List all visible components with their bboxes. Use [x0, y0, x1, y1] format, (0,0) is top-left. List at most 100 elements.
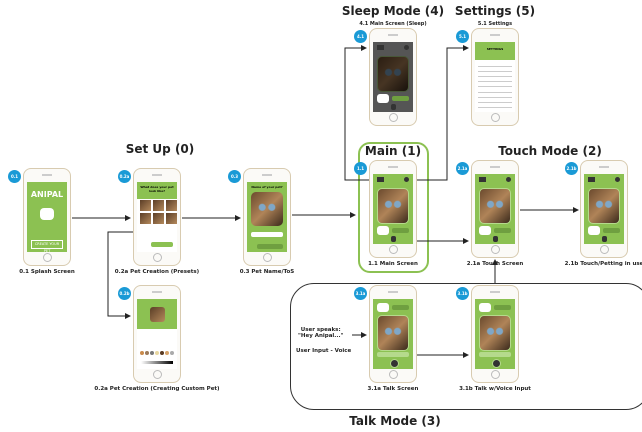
screen-caption: 0.3 Pet Name/ToS — [239, 269, 295, 275]
section-title-talk: Talk Mode (3) — [349, 414, 441, 428]
pet-icon[interactable] — [377, 45, 384, 50]
color-swatch[interactable] — [160, 351, 164, 355]
name-header: Name of your pet? — [251, 185, 283, 189]
status-bubble — [392, 228, 409, 233]
section-title-setup: Set Up (0) — [125, 142, 195, 156]
screen-id-badge: 0.1 — [8, 170, 21, 183]
user-speaks-note: User speaks: "Hey Anipal..." — [298, 327, 344, 339]
touch-hand-icon[interactable] — [493, 236, 498, 242]
user-input-note: User Input - Voice — [296, 348, 352, 354]
screen-id-badge: 1.1 — [354, 162, 367, 175]
section-title-settings: Settings (5) — [454, 4, 536, 18]
home-button — [491, 113, 500, 122]
settings-list[interactable] — [475, 62, 515, 87]
name-input[interactable] — [251, 232, 283, 237]
screen-caption: 3.1a Talk Screen — [367, 386, 419, 392]
color-swatch[interactable] — [145, 351, 149, 355]
phone-screen-1-1 — [369, 160, 417, 258]
microphone-button[interactable] — [492, 359, 501, 368]
status-bubble — [603, 228, 620, 233]
arrow-main-to-settings — [411, 45, 469, 181]
presets-header: What does your pet look like? — [137, 182, 177, 199]
cat-avatar-icon — [377, 94, 389, 103]
arrow-presets-to-custom — [107, 231, 146, 319]
color-swatch[interactable] — [170, 351, 174, 355]
gear-icon[interactable] — [404, 45, 409, 50]
preset-thumb[interactable] — [153, 213, 164, 224]
screen-id-badge: 0.2a — [118, 170, 131, 183]
color-swatch[interactable] — [150, 351, 154, 355]
pet-preview — [150, 307, 165, 322]
subtitle-settings: 5.1 Settings — [477, 21, 513, 27]
screen-caption: 1.1 Main Screen — [368, 261, 418, 267]
voice-text — [377, 352, 409, 357]
voice-text — [479, 352, 511, 357]
status-bubble — [494, 228, 511, 233]
main-mode-frame — [358, 142, 429, 273]
app-name: ANIPAL — [30, 190, 64, 199]
color-swatch[interactable] — [155, 351, 159, 355]
device-options-list[interactable] — [475, 88, 515, 108]
status-bubble — [392, 96, 409, 101]
phone-screen-0-2b — [133, 285, 181, 383]
color-swatch[interactable] — [140, 351, 144, 355]
cat-avatar-icon — [377, 226, 389, 235]
preset-thumb[interactable] — [153, 200, 164, 211]
continue-button[interactable] — [257, 244, 283, 249]
home-button — [600, 245, 609, 254]
cat-avatar-icon — [479, 303, 491, 312]
microphone-button[interactable] — [390, 359, 399, 368]
phone-screen-0-2a: What does your pet look like? — [133, 168, 181, 266]
home-button — [491, 370, 500, 379]
pet-icon[interactable] — [479, 177, 486, 182]
speech-bubble — [494, 305, 511, 310]
section-title-sleep: Sleep Mode (4) — [341, 4, 445, 18]
screen-caption: 2.1b Touch/Petting in use — [564, 261, 642, 267]
screen-id-badge: 2.1b — [565, 162, 578, 175]
section-title-main: Main (1) — [364, 144, 422, 158]
touch-hand-icon[interactable] — [602, 236, 607, 242]
phone-screen-0-3: Name of your pet? — [243, 168, 291, 266]
screen-id-badge: 4.1 — [354, 30, 367, 43]
select-button[interactable] — [151, 242, 173, 247]
pet-icon[interactable] — [377, 177, 384, 182]
shade-slider[interactable] — [141, 361, 173, 364]
touch-hand-icon[interactable] — [391, 236, 396, 242]
phone-screen-4-1 — [369, 28, 417, 126]
screen-caption: 0.2a Pet Creation (Creating Custom Pet) — [94, 386, 220, 392]
screen-caption: 0.1 Splash Screen — [19, 269, 75, 275]
talk-mode-frame — [290, 283, 642, 410]
cat-avatar-icon — [377, 303, 389, 312]
preset-thumb[interactable] — [166, 213, 177, 224]
gear-icon[interactable] — [404, 177, 409, 182]
phone-screen-2-1b — [580, 160, 628, 258]
screen-id-badge: 3.1a — [354, 287, 367, 300]
home-button — [389, 113, 398, 122]
subtitle-sleep: 4.1 Main Screen (Sleep) — [359, 21, 427, 27]
gear-icon[interactable] — [615, 177, 620, 182]
phone-screen-3-1b — [471, 285, 519, 383]
screen-id-badge: 0.3 — [228, 170, 241, 183]
phone-screen-0-1: ANIPAL CREATE YOUR PET — [23, 168, 71, 266]
screen-id-badge: 0.2b — [118, 287, 131, 300]
phone-screen-3-1a — [369, 285, 417, 383]
gear-icon[interactable] — [506, 177, 511, 182]
preset-thumb[interactable] — [166, 200, 177, 211]
home-button — [153, 253, 162, 262]
arrow-main-to-sleep — [344, 45, 373, 181]
preset-thumb[interactable] — [140, 213, 151, 224]
home-button — [491, 245, 500, 254]
preset-thumb[interactable] — [140, 200, 151, 211]
pet-icon[interactable] — [588, 177, 595, 182]
create-pet-button[interactable]: CREATE YOUR PET — [31, 240, 63, 252]
settings-header: SETTINGS — [475, 42, 515, 60]
section-title-touch: Touch Mode (2) — [498, 144, 602, 158]
color-swatch[interactable] — [165, 351, 169, 355]
screen-id-badge: 3.1b — [456, 287, 469, 300]
cat-logo-icon — [40, 208, 54, 220]
home-button — [263, 253, 272, 262]
touch-hand-icon[interactable] — [391, 104, 396, 110]
phone-screen-2-1a — [471, 160, 519, 258]
